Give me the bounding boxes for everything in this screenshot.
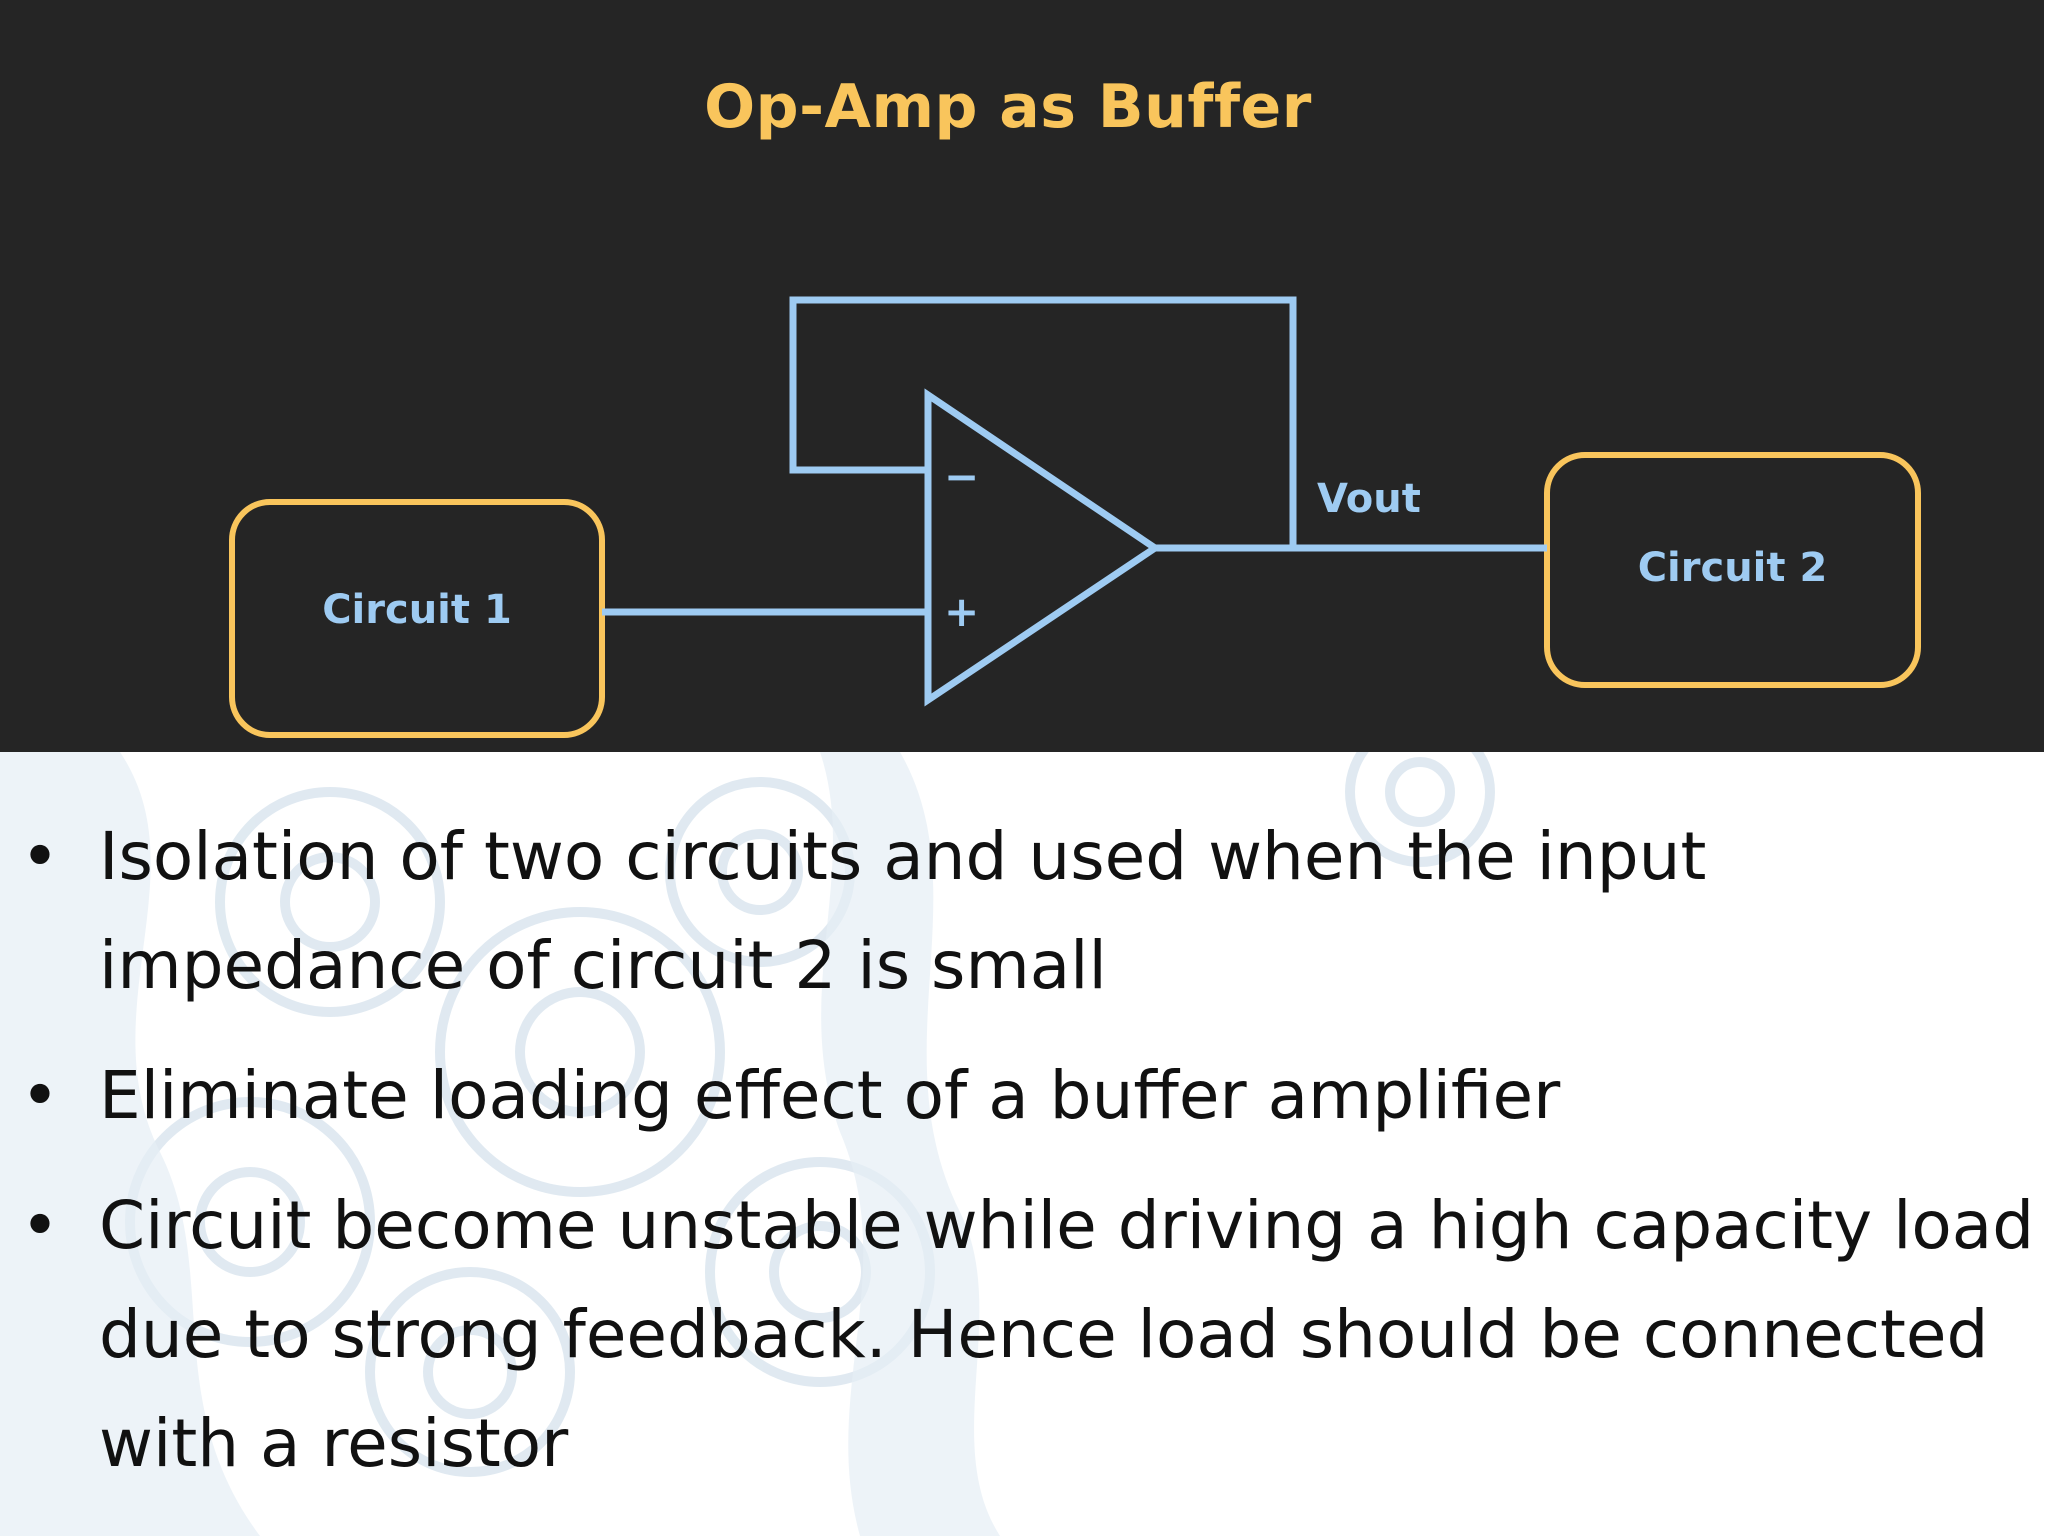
bullet-item: • Isolation of two circuits and used whe… <box>20 802 2048 1020</box>
circuit-1-label: Circuit 1 <box>322 587 512 633</box>
inverting-input-label: − <box>944 452 980 501</box>
gear-background-decoration <box>0 752 1495 1536</box>
vout-label: Vout <box>1317 476 1421 522</box>
circuit-2-label: Circuit 2 <box>1637 545 1828 591</box>
op-amp-triangle <box>924 388 1162 707</box>
circuit-diagram-panel: Op-Amp as Buffer Circuit 1 Circuit 2 − +… <box>0 0 2044 752</box>
bullet-list: • Isolation of two circuits and used whe… <box>20 802 2048 1519</box>
bullet-marker: • <box>20 1187 60 1264</box>
bullet-marker: • <box>20 818 60 895</box>
bullet-text: Circuit become unstable while driving a … <box>99 1187 2035 1482</box>
bullet-text: Eliminate loading effect of a buffer amp… <box>99 1057 1561 1134</box>
noninverting-input-label: + <box>944 587 980 636</box>
circuit-2-box <box>1544 452 1921 688</box>
circuit-1-box <box>229 499 605 738</box>
bullet-marker: • <box>20 1057 60 1134</box>
feedback-wire <box>789 296 1297 548</box>
buffer-circuit-diagram <box>229 296 1921 738</box>
slide-title: Op-Amp as Buffer <box>704 72 1312 142</box>
bullet-item: • Eliminate loading effect of a buffer a… <box>20 1041 2048 1150</box>
bullet-item: • Circuit become unstable while driving … <box>20 1171 2048 1498</box>
bullet-text: Isolation of two circuits and used when … <box>99 818 1707 1004</box>
